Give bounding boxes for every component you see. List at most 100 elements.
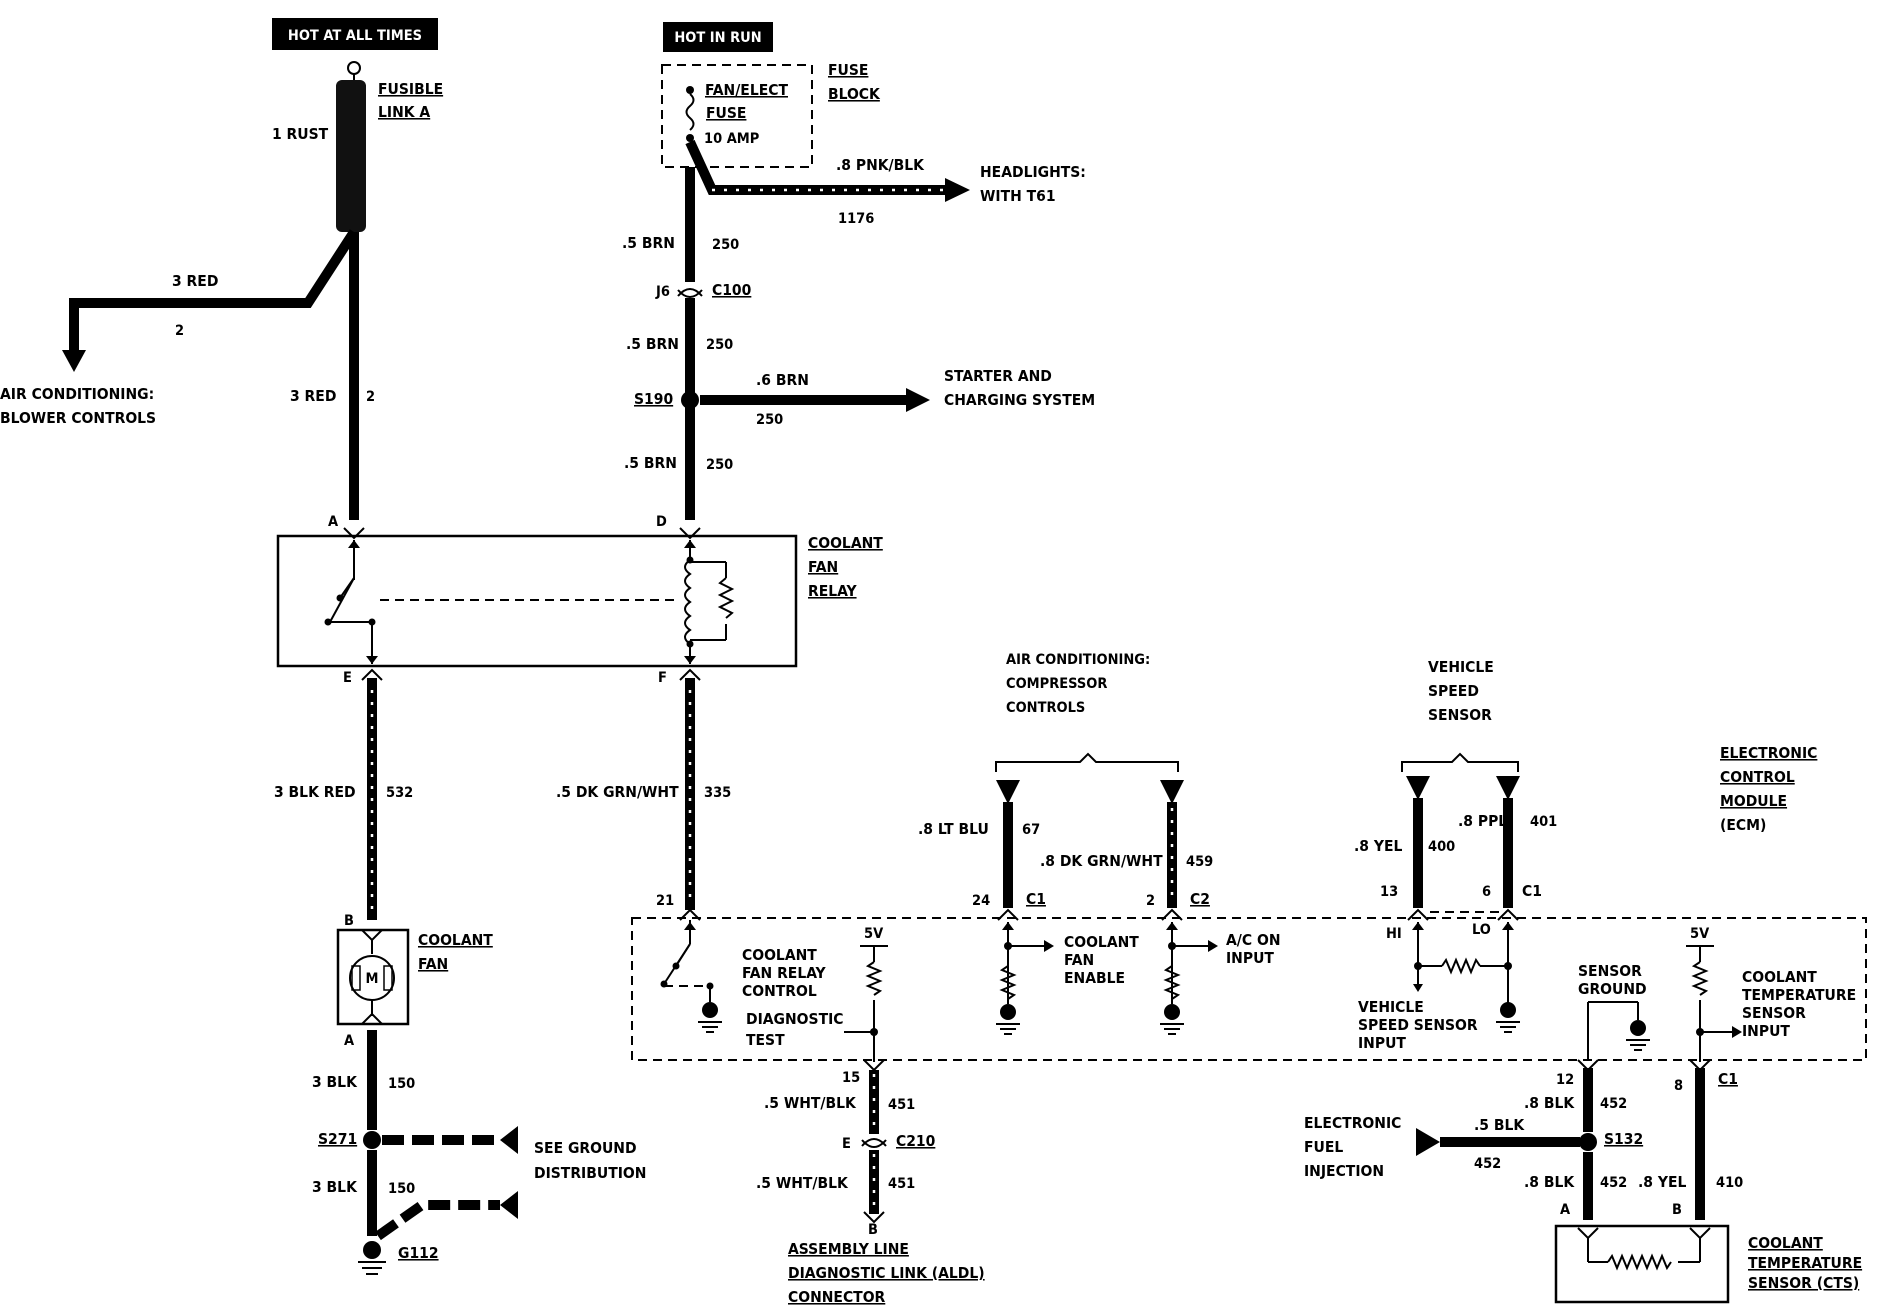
ecm-pin-13: 13 <box>1380 884 1398 900</box>
fan-enable-label-2: FAN <box>1064 951 1094 969</box>
circuit-400-label: 400 <box>1428 839 1455 855</box>
fan-enable-label-1: COOLANT <box>1064 933 1139 951</box>
fuse-10-amp <box>685 86 695 142</box>
ecm-box <box>631 917 1867 1061</box>
circuit-451-label-b: 451 <box>888 1176 915 1192</box>
aldl-pin-b: B <box>868 1222 878 1238</box>
ecm-5v-label-a: 5V <box>864 926 884 942</box>
splice-s190-label: S190 <box>634 390 673 408</box>
connector-c100-symbol <box>677 288 703 298</box>
efi-label-1: ELECTRONIC <box>1304 1114 1401 1132</box>
pin-a-label: A <box>328 514 339 530</box>
circuit-410-label: 410 <box>1716 1175 1743 1191</box>
circuit-150-label-a: 150 <box>388 1076 415 1092</box>
arrow-ground-dist-a <box>500 1126 518 1154</box>
wire-1-rust: 1 RUST <box>272 125 329 143</box>
ac-compressor-label-3: CONTROLS <box>1006 700 1085 716</box>
motor-label: M <box>366 971 379 987</box>
connector-c210-label: C210 <box>896 1132 936 1150</box>
wire-wht-blk-label-b: .5 WHT/BLK <box>756 1174 849 1192</box>
circuit-401-label: 401 <box>1530 814 1557 830</box>
cts-pin-a: A <box>1560 1202 1571 1218</box>
vss-label-2: SPEED <box>1428 682 1479 700</box>
splice-s190 <box>681 391 699 409</box>
relay-switch-contacts <box>324 540 676 664</box>
cts-label-3: SENSOR (CTS) <box>1748 1274 1859 1292</box>
cts-thermistor <box>1577 1227 1711 1271</box>
aldl-label-1: ASSEMBLY LINE <box>788 1240 909 1258</box>
ac-blower-label-2: BLOWER CONTROLS <box>0 409 156 427</box>
ac-on-label-2: INPUT <box>1226 949 1274 967</box>
vss-input-label-1: VEHICLE <box>1358 998 1424 1016</box>
cts-label-1: COOLANT <box>1748 1234 1823 1252</box>
splice-s132-label: S132 <box>1604 1130 1643 1148</box>
coolant-fan-relay-box <box>276 534 798 668</box>
relay-label-1: COOLANT <box>808 534 883 552</box>
wire-ppl-label: .8 PPL <box>1458 812 1507 830</box>
starter-label-2: CHARGING SYSTEM <box>944 391 1095 409</box>
wire-brn-label-a: .5 BRN <box>622 234 675 252</box>
coolant-fan-label-2: FAN <box>418 955 448 973</box>
aldl-label-3: CONNECTOR <box>788 1288 886 1306</box>
splice-s271 <box>363 1131 381 1149</box>
hot-at-all-times-tag <box>272 18 438 50</box>
wire-3-blk-label-b: 3 BLK <box>312 1178 358 1196</box>
ecm-c1-c: C1 <box>1718 1070 1738 1088</box>
coolant-fan-label-1: COOLANT <box>418 931 493 949</box>
circuit-67-label: 67 <box>1022 822 1040 838</box>
circuit-250-label-b: 250 <box>706 337 733 353</box>
sensor-ground-label-1: SENSOR <box>1578 962 1642 980</box>
connector-c210-e: E <box>842 1136 851 1152</box>
vss-lo-label: LO <box>1472 922 1491 938</box>
ecm-pin-12: 12 <box>1556 1072 1574 1088</box>
vss-hi-label: HI <box>1386 926 1402 942</box>
fuse-label-1: FAN/ELECT <box>705 81 788 99</box>
circuit-250-label-d: 250 <box>756 412 783 428</box>
ecm-c2: C2 <box>1190 890 1210 908</box>
fusible-link-label-2: LINK A <box>378 103 430 121</box>
vss-bracket <box>1401 752 1519 772</box>
wire-dk-grn-wht-label: .5 DK GRN/WHT <box>556 783 679 801</box>
ac-compressor-bracket <box>995 752 1179 772</box>
starter-label-1: STARTER AND <box>944 367 1052 385</box>
hot-at-all-times-label: HOT AT ALL TIMES <box>288 28 422 44</box>
circuit-150-label-b: 150 <box>388 1181 415 1197</box>
wire-brn-label-b: .5 BRN <box>626 335 679 353</box>
wire-dk-grn-wht-8-label: .8 DK GRN/WHT <box>1040 852 1163 870</box>
arrow-ground-dist-b <box>500 1191 518 1219</box>
ecm-relay-control-switch <box>660 920 722 1033</box>
diagnostic-label-2: TEST <box>746 1031 785 1049</box>
ecm-label-1: ELECTRONIC <box>1720 744 1817 762</box>
relay-control-label-3: CONTROL <box>742 982 817 1000</box>
connector-j6-label: J6 <box>655 284 670 300</box>
relay-control-label-2: FAN RELAY <box>742 964 827 982</box>
fusible-link-a <box>336 61 366 232</box>
ecm-cts-pullup <box>1686 945 1742 1062</box>
ac-compressor-label-2: COMPRESSOR <box>1006 676 1107 692</box>
fan-pin-b-label: B <box>344 913 354 929</box>
circuit-250-label-a: 250 <box>712 237 739 253</box>
circuit-452-label-a: 452 <box>1600 1096 1627 1112</box>
wire-yel-400-label: .8 YEL <box>1354 837 1402 855</box>
cts-input-label-1: COOLANT <box>1742 968 1817 986</box>
ac-compressor-label-1: AIR CONDITIONING: <box>1006 652 1150 668</box>
fuse-block-label-1: FUSE <box>828 61 868 79</box>
arrow-starter <box>906 388 930 412</box>
fusible-link-label-1: FUSIBLE <box>378 80 443 98</box>
ecm-pin-8: 8 <box>1674 1078 1683 1094</box>
ecm-label-3: MODULE <box>1720 792 1787 810</box>
cts-pin-b: B <box>1672 1202 1682 1218</box>
hot-in-run-tag <box>663 22 773 52</box>
wire-blk-452-label-b: .5 BLK <box>1474 1116 1525 1134</box>
circuit-532-label: 532 <box>386 785 413 801</box>
ac-blower-label-1: AIR CONDITIONING: <box>0 385 154 403</box>
fan-pin-a-label: A <box>344 1033 355 1049</box>
efi-label-2: FUEL <box>1304 1138 1343 1156</box>
relay-control-label-1: COOLANT <box>742 946 817 964</box>
relay-pin-e-chevron <box>361 668 383 681</box>
splice-s271-label: S271 <box>318 1130 357 1148</box>
vss-label-3: SENSOR <box>1428 706 1492 724</box>
pin-f-label: F <box>658 670 667 686</box>
circuit-452-label-c: 452 <box>1600 1175 1627 1191</box>
ecm-pin-24: 24 <box>972 893 990 909</box>
